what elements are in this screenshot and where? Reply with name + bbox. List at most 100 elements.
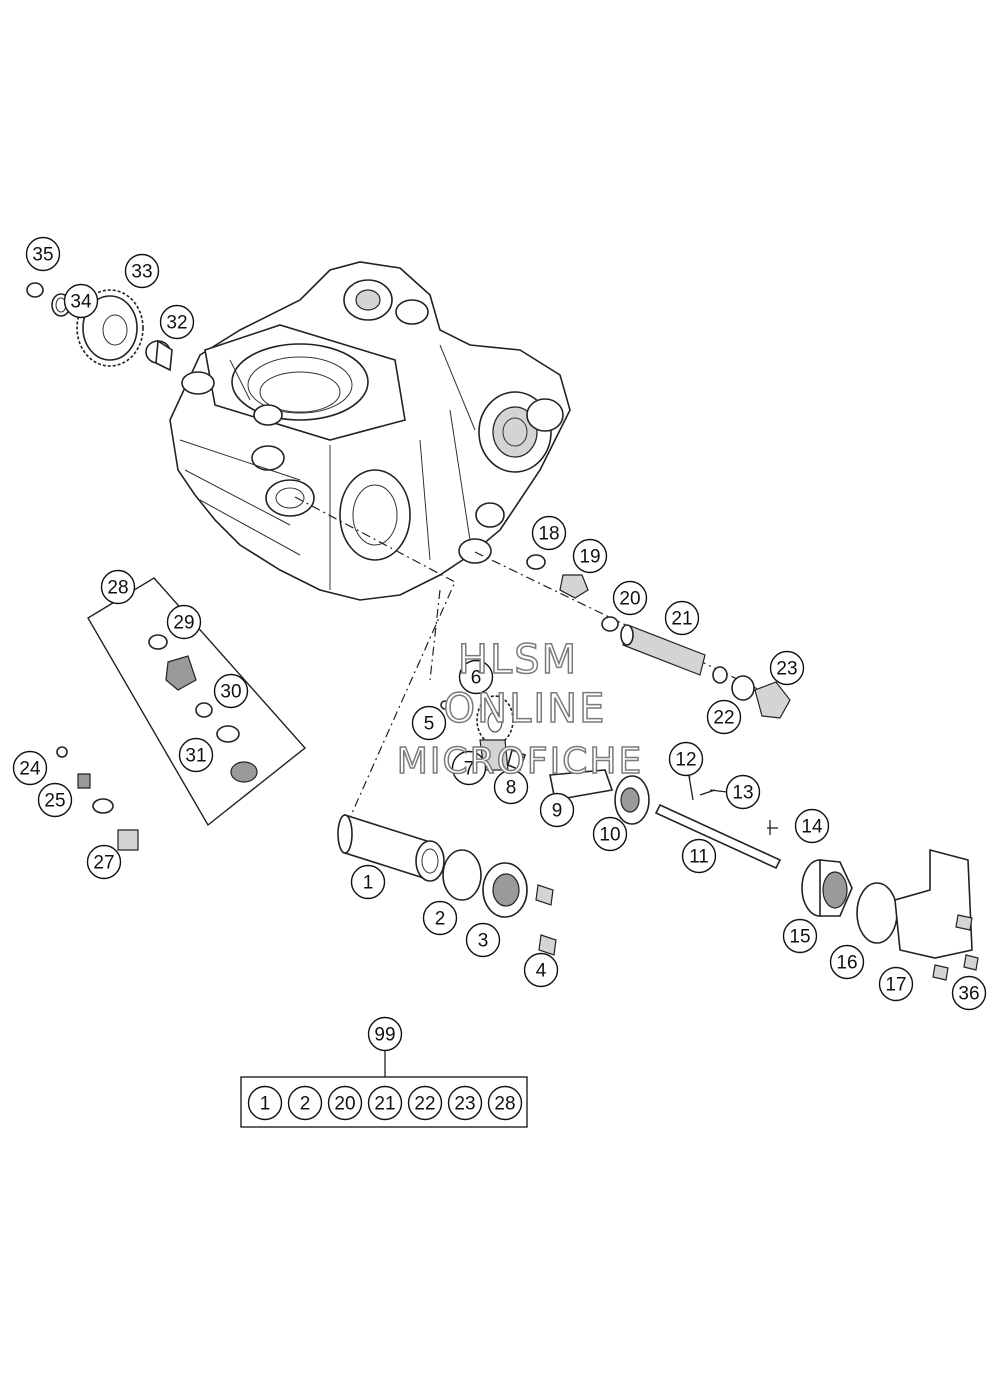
callout-circle xyxy=(367,1016,403,1052)
callout-number: 17 xyxy=(885,975,906,996)
callout-circle xyxy=(878,966,914,1002)
callout-circle xyxy=(100,569,136,605)
callout-number: 13 xyxy=(732,783,753,804)
callout-number: 14 xyxy=(801,817,823,838)
watermark-line-2: ONLINE xyxy=(444,686,607,732)
kit-item-23: 23 xyxy=(447,1085,483,1121)
kit-item-1: 1 xyxy=(247,1085,283,1121)
callout-circle xyxy=(86,844,122,880)
callout-circle xyxy=(493,769,529,805)
kit-item-circle xyxy=(407,1085,443,1121)
callout-20: 20 xyxy=(612,580,648,616)
callout-circle xyxy=(725,774,761,810)
kit-item-number: 21 xyxy=(374,1094,395,1115)
callout-circle xyxy=(25,236,61,272)
kit-item-2: 2 xyxy=(287,1085,323,1121)
callout-circle xyxy=(668,741,704,777)
parts-drawing xyxy=(26,282,979,981)
callout-number: 34 xyxy=(70,292,92,313)
callout-14: 14 xyxy=(794,808,830,844)
callout-circle xyxy=(12,750,48,786)
callout-13: 13 xyxy=(725,774,761,810)
kit-item-number: 20 xyxy=(334,1094,355,1115)
callout-number: 24 xyxy=(19,759,41,780)
callout-21: 21 xyxy=(664,600,700,636)
kit-item-number: 1 xyxy=(260,1094,271,1115)
callout-31: 31 xyxy=(178,737,214,773)
callout-32: 32 xyxy=(159,304,195,340)
callout-circle xyxy=(706,699,742,735)
kit-item-number: 22 xyxy=(414,1094,435,1115)
callout-8: 8 xyxy=(493,769,529,805)
watermark: HLSM ONLINE MICROFICHE xyxy=(396,636,643,783)
callout-12: 12 xyxy=(668,741,704,777)
callout-number: 33 xyxy=(131,262,152,283)
callout-11: 11 xyxy=(681,838,717,874)
callout-number: 11 xyxy=(689,847,709,868)
callout-number: 8 xyxy=(506,778,517,799)
callout-10: 10 xyxy=(592,816,628,852)
callout-number: 20 xyxy=(619,589,640,610)
leader-lines xyxy=(117,597,778,1077)
callout-circle xyxy=(159,304,195,340)
callout-29: 29 xyxy=(166,604,202,640)
callout-circle xyxy=(523,952,559,988)
callout-35: 35 xyxy=(25,236,61,272)
callout-number: 27 xyxy=(93,853,114,874)
callout-circle xyxy=(63,283,99,319)
callout-circle xyxy=(411,705,447,741)
callout-circle xyxy=(531,515,567,551)
callout-circle xyxy=(592,816,628,852)
callout-circle xyxy=(166,604,202,640)
callout-30: 30 xyxy=(213,673,249,709)
callout-number: 30 xyxy=(220,682,241,703)
callout-16: 16 xyxy=(829,944,865,980)
callout-circle xyxy=(178,737,214,773)
callout-number: 18 xyxy=(538,524,559,545)
callout-number: 9 xyxy=(552,801,563,822)
callout-3: 3 xyxy=(465,922,501,958)
callout-36: 36 xyxy=(951,975,987,1011)
kit-99-box xyxy=(240,1076,528,1128)
callout-22: 22 xyxy=(706,699,742,735)
callout-circle xyxy=(612,580,648,616)
callout-24: 24 xyxy=(12,750,48,786)
callout-19: 19 xyxy=(572,538,608,574)
callout-number: 7 xyxy=(464,759,475,780)
kit-item-circle xyxy=(327,1085,363,1121)
kit-item-number: 28 xyxy=(494,1094,515,1115)
callout-number: 1 xyxy=(363,873,374,894)
callout-9: 9 xyxy=(539,792,575,828)
watermark-line-3: MICROFICHE xyxy=(397,741,643,782)
callout-circle xyxy=(124,253,160,289)
callout-number: 22 xyxy=(713,708,734,729)
callout-number: 5 xyxy=(424,714,435,735)
callout-4: 4 xyxy=(523,952,559,988)
kit-item-20: 20 xyxy=(327,1085,363,1121)
callout-34: 34 xyxy=(63,283,99,319)
callout-33: 33 xyxy=(124,253,160,289)
kit-item-21: 21 xyxy=(367,1085,403,1121)
callout-number: 16 xyxy=(836,953,857,974)
callout-number: 15 xyxy=(789,927,810,948)
callout-27: 27 xyxy=(86,844,122,880)
callout-23: 23 xyxy=(769,650,805,686)
kit-item-circle xyxy=(487,1085,523,1121)
callout-number: 3 xyxy=(478,931,489,952)
callout-number: 25 xyxy=(44,791,65,812)
callout-number: 31 xyxy=(185,746,206,767)
callout-1: 1 xyxy=(350,864,386,900)
callout-number: 19 xyxy=(579,547,600,568)
callout-18: 18 xyxy=(531,515,567,551)
callout-circle xyxy=(951,975,987,1011)
callout-15: 15 xyxy=(782,918,818,954)
kit-item-number: 23 xyxy=(454,1094,475,1115)
callout-circle xyxy=(572,538,608,574)
callout-number: 21 xyxy=(671,609,692,630)
kit-item-28: 28 xyxy=(487,1085,523,1121)
watermark-line-1: HLSM xyxy=(458,637,578,683)
kit-item-number: 2 xyxy=(300,1094,311,1115)
callout-number: 4 xyxy=(536,961,547,982)
kit-item-circle xyxy=(247,1085,283,1121)
